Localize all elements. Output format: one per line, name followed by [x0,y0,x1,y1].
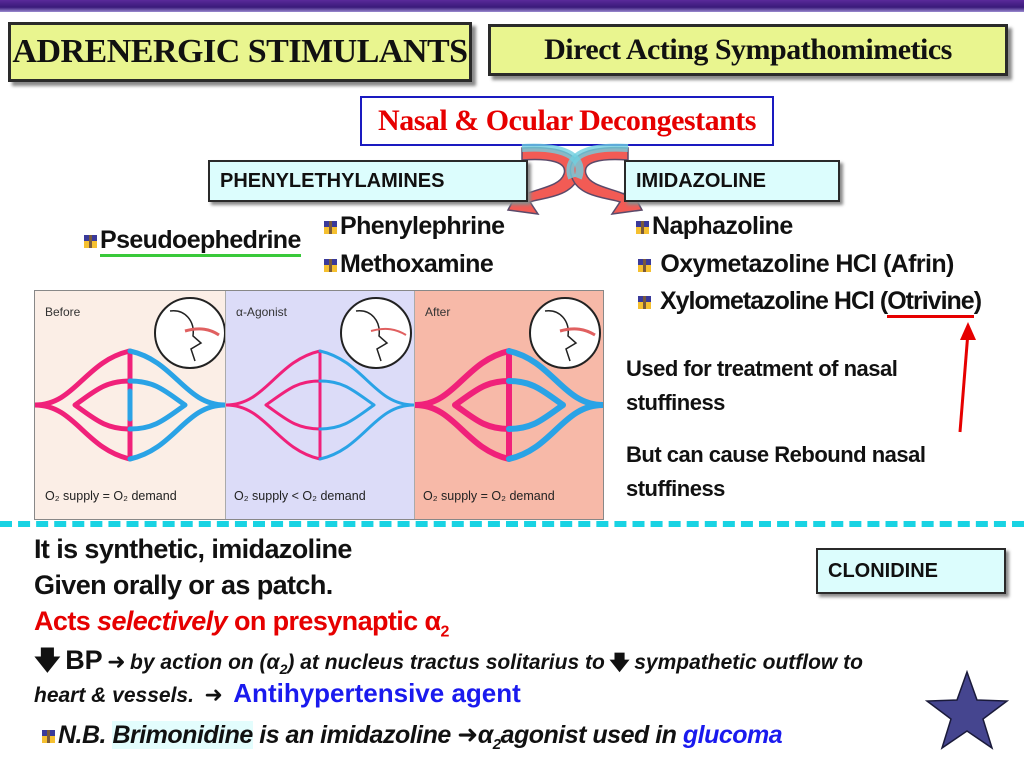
drug-oxymetazoline: Oxymetazoline HCl (Afrin) [638,250,954,279]
clonidine-line-4: 🡇 BP ➜ by action on (α2) at nucleus trac… [34,645,863,678]
vessel-tree [35,348,225,462]
drug-methoxamine: Methoxamine [324,250,494,279]
note-used: Used for treatment of nasal stuffiness [626,356,898,415]
face-icon [529,297,601,369]
top-banner [0,0,1024,12]
section-divider [0,521,1024,527]
title-box: ADRENERGIC STIMULANTS [8,22,472,82]
down-arrow-icon: 🡇 [34,645,61,675]
subtitle-box: Direct Acting Sympathomimetics [488,24,1008,76]
brand-otrivine: Otrivine [887,287,975,318]
right-arrow-icon: ➜ [107,649,126,674]
face-icon [154,297,225,369]
category-title: Nasal & Ocular Decongestants [378,104,756,137]
right-arrow-icon: ➜ [457,721,478,749]
star-icon [924,670,1010,750]
bullet-icon [84,234,97,248]
phenylethylamines-box: PHENYLETHYLAMINES [208,160,528,202]
brimonidine-highlight: Brimonidine [112,721,253,749]
clonidine-line-2: Given orally or as patch. [34,570,333,600]
bullet-icon [324,220,337,234]
clonidine-line-5: heart & vessels. ➜ Antihypertensive agen… [34,678,521,708]
panel-after: After O₂ supply = O₂ demand [415,291,603,519]
panel-label: After [425,305,451,319]
drug-xylometazoline: Xylometazoline HCl (Otrivine) [638,287,982,318]
clonidine-line-3: Acts selectively on presynaptic α2 [34,606,449,641]
bullet-icon [42,729,55,743]
bullet-icon [324,258,337,272]
down-arrow-icon: 🡇 [609,652,630,674]
right-arrow-icon: ➜ [204,682,223,707]
note-rebound: But can cause Rebound nasal stuffiness [626,442,926,501]
vessel-tree [226,349,414,461]
imidazoline-label: IMIDAZOLINE [636,169,766,192]
panel-agonist: α-Agonist O₂ supply < O₂ demand [226,291,415,519]
drug-pseudoephedrine: Pseudoephedrine [84,226,301,257]
panel-footer: O₂ supply = O₂ demand [45,489,177,503]
bullet-icon [638,295,651,309]
drug-phenylephrine: Phenylephrine [324,212,505,241]
clonidine-line-1: It is synthetic, imidazoline [34,534,352,564]
bullet-icon [636,220,649,234]
pointer-arrow [958,322,976,433]
page-title: ADRENERGIC STIMULANTS [12,33,468,70]
panel-label: Before [45,305,81,319]
phenylethylamines-label: PHENYLETHYLAMINES [220,169,445,192]
panel-footer: O₂ supply = O₂ demand [423,489,555,503]
vessel-tree [415,348,603,462]
page-subtitle: Direct Acting Sympathomimetics [544,33,952,66]
panel-before: Before O₂ supply = O₂ demand [35,291,226,519]
clonidine-box: CLONIDINE [816,548,1006,594]
nb-note: N.B. Brimonidine is an imidazoline ➜α2ag… [42,720,783,753]
imidazoline-box: IMIDAZOLINE [624,160,840,202]
category-box: Nasal & Ocular Decongestants [360,96,774,146]
face-icon [340,297,412,369]
bullet-icon [638,258,651,272]
drug-naphazoline: Naphazoline [636,212,793,241]
vasculature-figure: Before O₂ supply = O₂ demand α-Agonist O… [34,290,604,520]
panel-label: α-Agonist [236,305,287,319]
clonidine-label: CLONIDINE [828,559,938,582]
panel-footer: O₂ supply < O₂ demand [234,489,366,503]
